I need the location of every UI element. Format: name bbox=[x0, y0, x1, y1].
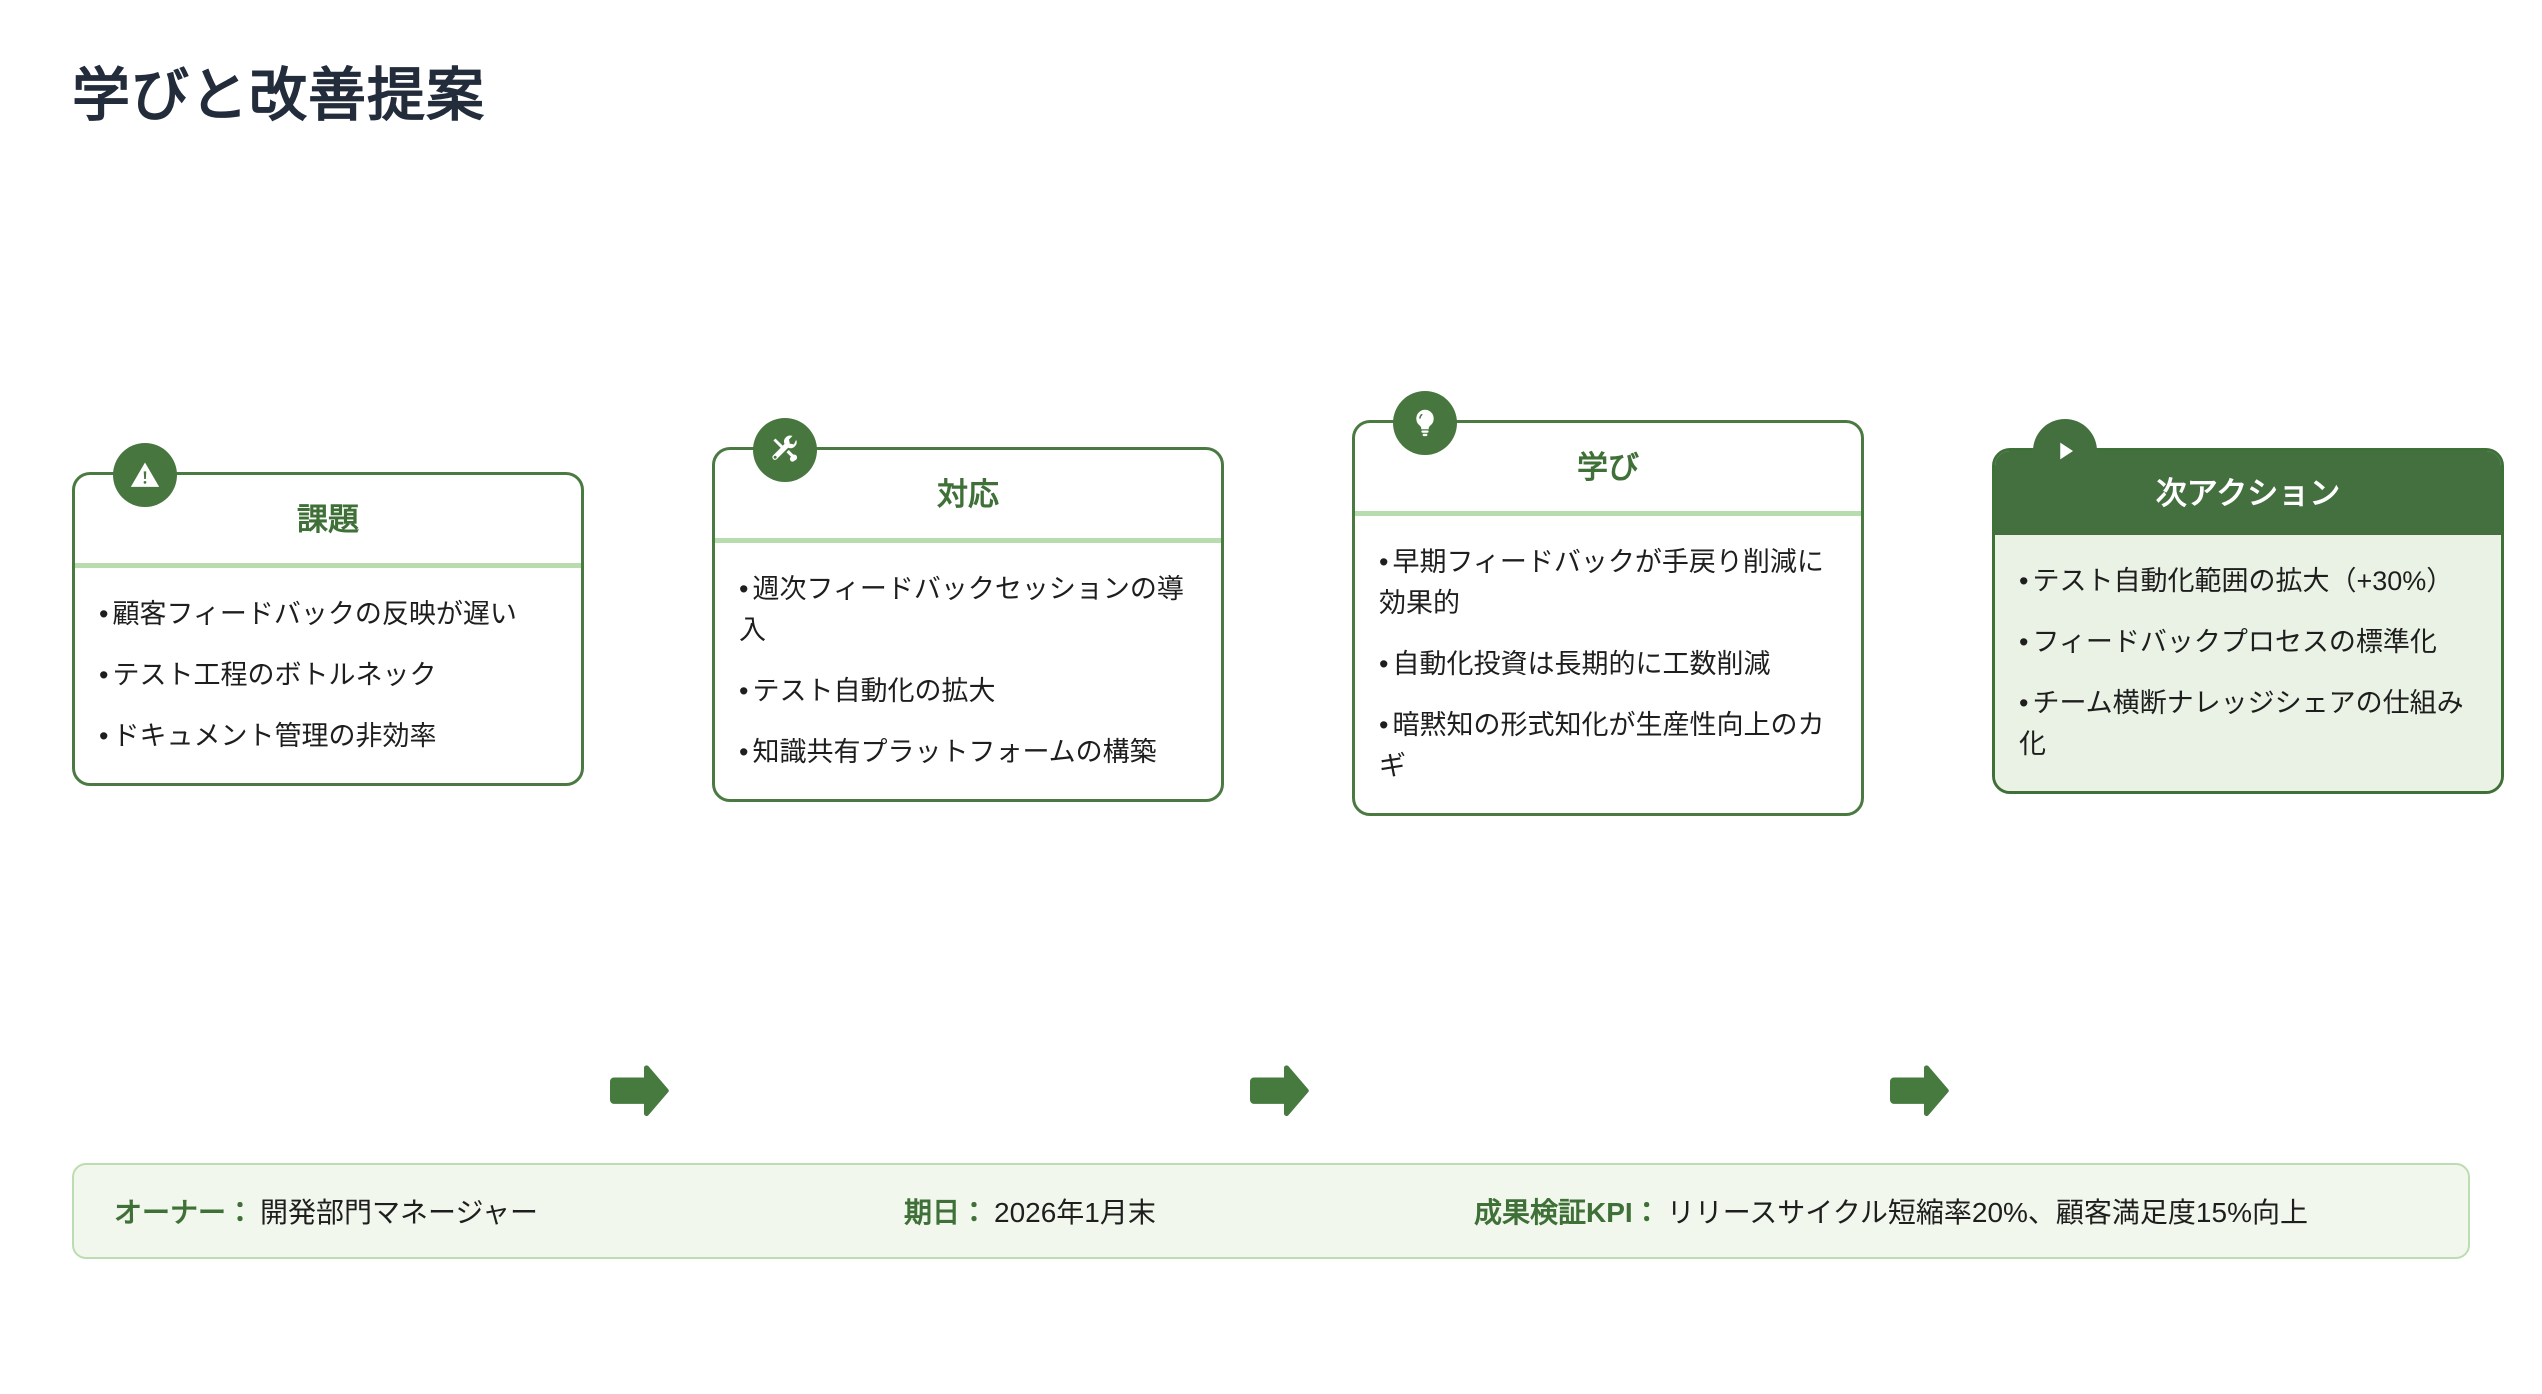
bullet-marker: • bbox=[2019, 688, 2029, 719]
list-item-text: チーム横断ナレッジシェアの仕組み化 bbox=[2019, 688, 2464, 760]
list-item-text: 暗黙知の形式知化が生産性向上のカギ bbox=[1379, 710, 1825, 782]
list-item-text: テスト自動化の拡大 bbox=[752, 676, 996, 707]
flow-card-response[interactable]: 対応 •週次フィードバックセッションの導入 •テスト自動化の拡大 •知識共有プラ… bbox=[712, 418, 1224, 803]
card-body: •早期フィードバックが手戻り削減に効果的 •自動化投資は長期的に工数削減 •暗黙… bbox=[1355, 516, 1861, 813]
footer-kpi: 成果検証KPI： リリースサイクル短縮率20%、顧客満足度15%向上 bbox=[1474, 1191, 2308, 1231]
list-item-text: テスト自動化範囲の拡大（+30%） bbox=[2032, 566, 2454, 597]
list-item: •テスト自動化範囲の拡大（+30%） bbox=[2017, 561, 2479, 602]
bullet-marker: • bbox=[739, 737, 749, 768]
list-item: •フィードバックプロセスの標準化 bbox=[2017, 622, 2479, 663]
bullet-marker: • bbox=[739, 676, 749, 707]
card-heading: 学び bbox=[1577, 450, 1639, 485]
card-divider bbox=[715, 538, 1221, 544]
flow-card-learning[interactable]: 学び •早期フィードバックが手戻り削減に効果的 •自動化投資は長期的に工数削減 … bbox=[1352, 391, 1864, 817]
card-heading: 課題 bbox=[297, 502, 359, 537]
card-body: •テスト自動化範囲の拡大（+30%） •フィードバックプロセスの標準化 •チーム… bbox=[1995, 535, 2501, 792]
flow-card-next-action[interactable]: 次アクション •テスト自動化範囲の拡大（+30%） •フィードバックプロセスの標… bbox=[1992, 419, 2504, 795]
list-item: •テスト工程のボトルネック bbox=[97, 655, 559, 696]
bullet-marker: • bbox=[99, 721, 109, 752]
bullet-marker: • bbox=[99, 660, 109, 691]
bullet-marker: • bbox=[2019, 627, 2029, 658]
tools-icon bbox=[753, 418, 817, 482]
footer-due-value: 2026年1月末 bbox=[994, 1197, 1156, 1228]
play-icon bbox=[2033, 419, 2097, 483]
card-body: •顧客フィードバックの反映が遅い •テスト工程のボトルネック •ドキュメント管理… bbox=[75, 568, 581, 783]
arrow-right-icon bbox=[1888, 1064, 1952, 1116]
flow-card-issues[interactable]: 課題 •顧客フィードバックの反映が遅い •テスト工程のボトルネック •ドキュメン… bbox=[72, 443, 584, 787]
bullet-marker: • bbox=[739, 574, 749, 605]
arrow-right-icon bbox=[608, 1064, 672, 1116]
bullet-marker: • bbox=[99, 599, 109, 630]
list-item-text: 週次フィードバックセッションの導入 bbox=[739, 574, 1184, 646]
bullet-marker: • bbox=[1379, 649, 1389, 680]
bullet-marker: • bbox=[1379, 547, 1389, 578]
page-title: 学びと改善提案 bbox=[72, 63, 486, 128]
footer-meta-bar: オーナー： 開発部門マネージャー 期日： 2026年1月末 成果検証KPI： リ… bbox=[72, 1163, 2470, 1259]
list-item-text: 知識共有プラットフォームの構築 bbox=[752, 737, 1157, 768]
list-item-text: 早期フィードバックが手戻り削減に効果的 bbox=[1379, 547, 1824, 619]
list-item: •ドキュメント管理の非効率 bbox=[97, 716, 559, 757]
card-divider bbox=[1355, 511, 1861, 517]
list-item: •自動化投資は長期的に工数削減 bbox=[1377, 644, 1839, 685]
footer-owner-label: オーナー： bbox=[114, 1197, 255, 1228]
list-item: •テスト自動化の拡大 bbox=[737, 671, 1199, 712]
list-item-text: 顧客フィードバックの反映が遅い bbox=[112, 599, 517, 630]
list-item: •暗黙知の形式知化が生産性向上のカギ bbox=[1377, 705, 1839, 787]
flow-diagram: 課題 •顧客フィードバックの反映が遅い •テスト工程のボトルネック •ドキュメン… bbox=[0, 391, 2542, 1116]
list-item: •早期フィードバックが手戻り削減に効果的 bbox=[1377, 542, 1839, 624]
footer-due-label: 期日： bbox=[904, 1197, 989, 1228]
list-item: •週次フィードバックセッションの導入 bbox=[737, 569, 1199, 651]
list-item: •チーム横断ナレッジシェアの仕組み化 bbox=[2017, 683, 2479, 765]
list-item-text: 自動化投資は長期的に工数削減 bbox=[1392, 649, 1771, 680]
list-item-text: ドキュメント管理の非効率 bbox=[112, 721, 437, 752]
list-item: •知識共有プラットフォームの構築 bbox=[737, 732, 1199, 773]
lightbulb-icon bbox=[1393, 391, 1457, 455]
bullet-marker: • bbox=[1379, 710, 1389, 741]
footer-owner: オーナー： 開発部門マネージャー bbox=[114, 1191, 538, 1231]
footer-due-date: 期日： 2026年1月末 bbox=[904, 1191, 1156, 1231]
list-item-text: テスト工程のボトルネック bbox=[112, 660, 437, 691]
footer-owner-value: 開発部門マネージャー bbox=[260, 1197, 539, 1228]
footer-kpi-label: 成果検証KPI： bbox=[1474, 1197, 1661, 1228]
warning-triangle-icon bbox=[113, 443, 177, 507]
bullet-marker: • bbox=[2019, 566, 2029, 597]
card-heading: 対応 bbox=[937, 477, 999, 512]
list-item: •顧客フィードバックの反映が遅い bbox=[97, 594, 559, 635]
list-item-text: フィードバックプロセスの標準化 bbox=[2032, 627, 2437, 658]
footer-kpi-value: リリースサイクル短縮率20%、顧客満足度15%向上 bbox=[1666, 1197, 2308, 1228]
card-body: •週次フィードバックセッションの導入 •テスト自動化の拡大 •知識共有プラットフ… bbox=[715, 543, 1221, 799]
card-divider bbox=[75, 563, 581, 569]
arrow-right-icon bbox=[1248, 1064, 1312, 1116]
